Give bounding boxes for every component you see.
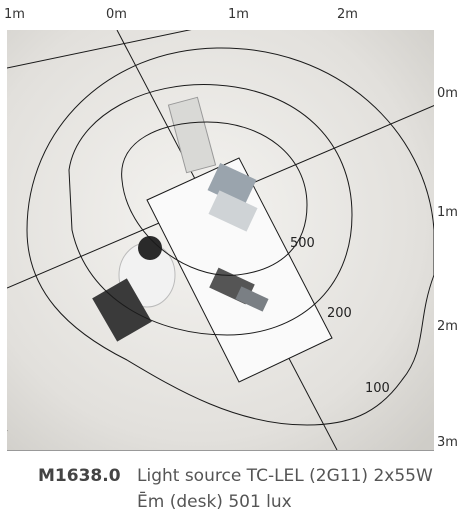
top-scale-label: 1m: [228, 7, 249, 22]
caption: M1638.0 Light source TC-LEL (2G11) 2x55W…: [0, 450, 460, 518]
luminaire-code: M1638.0: [38, 466, 121, 486]
right-scale-label: 1m: [437, 205, 458, 220]
desk-scene: [92, 96, 333, 383]
isolux-contours: [26, 47, 434, 426]
isolux-plan: 500 200 100: [7, 30, 434, 450]
right-scale-label: 2m: [437, 319, 458, 334]
right-scale-label: 3m: [437, 435, 458, 450]
average-illuminance-text: Ēm (desk) 501 lux: [137, 492, 292, 512]
contour-label-100: 100: [365, 381, 390, 396]
top-scale-label: 2m: [337, 7, 358, 22]
caption-divider: [7, 450, 434, 451]
top-scale-label: 0m: [106, 7, 127, 22]
right-scale-label: 0m: [437, 86, 458, 101]
contour-label-500: 500: [290, 236, 315, 251]
isolux-diagram: 500 200 100: [7, 30, 434, 450]
contour-label-200: 200: [327, 306, 352, 321]
top-scale: 1m 0m 1m 2m: [0, 0, 460, 30]
top-scale-label: 1m: [4, 7, 25, 22]
light-source-text: Light source TC-LEL (2G11) 2x55W: [137, 466, 433, 486]
